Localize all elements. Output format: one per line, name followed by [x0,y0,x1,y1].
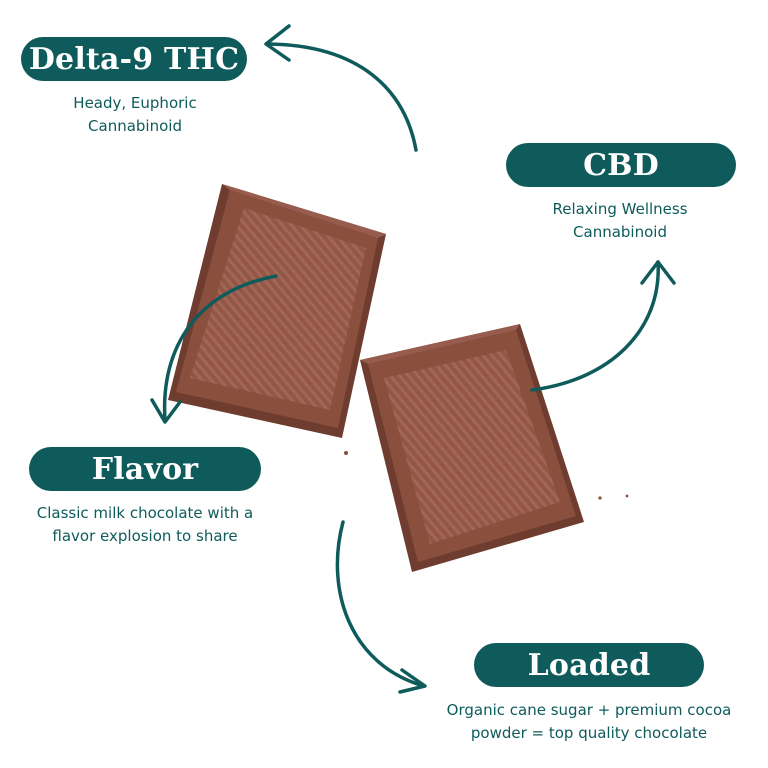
crumb [598,496,602,500]
loaded-title-pill: Loaded [474,643,704,687]
flavor-title-pill: Flavor [29,447,261,491]
flavor-description: Classic milk chocolate with a flavor exp… [36,504,254,545]
thc-description: Heady, Euphoric Cannabinoid [73,94,197,135]
curved-arrow-icon [264,24,418,152]
thc-title-pill: Delta-9 THC [21,37,247,81]
crumb [625,494,629,498]
chocolate-square-1 [168,184,386,438]
cbd-title-pill: CBD [506,143,736,187]
loaded-description: Organic cane sugar + premium cocoa powde… [446,701,732,742]
curved-arrow-icon [150,274,278,424]
cbd-title: CBD [583,147,659,183]
cbd-description: Relaxing Wellness Cannabinoid [552,200,688,241]
thc-title: Delta-9 THC [28,41,240,77]
curved-arrow-icon [530,260,676,392]
flavor-title: Flavor [91,451,199,487]
loaded-title: Loaded [527,647,651,683]
crumb [344,451,348,455]
curved-arrow-icon [335,520,427,694]
chocolate-square-2 [360,324,584,572]
